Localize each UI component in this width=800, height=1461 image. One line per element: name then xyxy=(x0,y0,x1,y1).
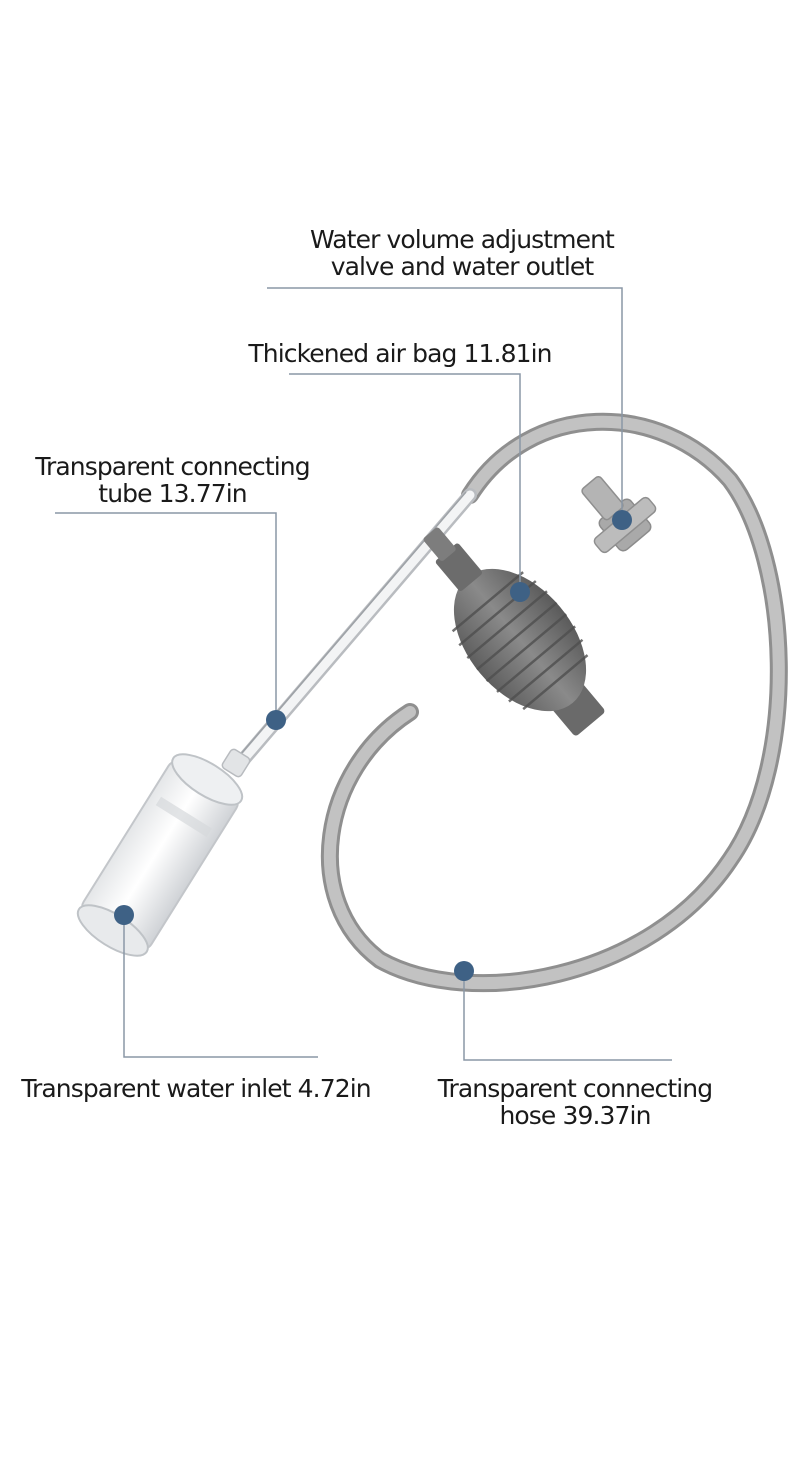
leader-line-inlet xyxy=(123,915,318,1058)
leader-line-air-bag xyxy=(289,373,521,592)
air-bag-bulb xyxy=(423,476,657,736)
leader-line-tube xyxy=(55,512,277,720)
marker-dot-valve xyxy=(612,510,632,530)
callout-connecting-tube-line1: Transparent connecting xyxy=(35,452,310,481)
callout-valve-outlet: Water volume adjustment valve and water … xyxy=(292,226,632,280)
callout-connecting-hose: Transparent connecting hose 39.37in xyxy=(420,1075,730,1129)
marker-dot-inlet xyxy=(114,905,134,925)
callout-connecting-hose-line1: Transparent connecting xyxy=(437,1074,713,1103)
connecting-hose xyxy=(320,412,788,993)
callout-air-bag: Thickened air bag 11.81in xyxy=(240,340,560,367)
callout-valve-outlet-line1: Water volume adjustment xyxy=(310,225,615,254)
marker-dot-tube xyxy=(266,710,286,730)
water-inlet-cylinder xyxy=(76,748,251,957)
marker-dots xyxy=(114,510,632,981)
callout-connecting-tube: Transparent connecting tube 13.77in xyxy=(20,453,325,507)
leader-line-valve xyxy=(267,287,623,520)
callout-air-bag-line1: Thickened air bag 11.81in xyxy=(248,339,552,368)
callout-water-inlet: Transparent water inlet 4.72in xyxy=(10,1075,382,1102)
callout-connecting-tube-line2: tube 13.77in xyxy=(98,479,247,508)
leader-line-hose xyxy=(463,971,672,1061)
marker-dot-air-bag xyxy=(510,582,530,602)
callout-valve-outlet-line2: valve and water outlet xyxy=(330,252,595,281)
leader-lines xyxy=(55,287,672,1061)
callout-water-inlet-line1: Transparent water inlet 4.72in xyxy=(21,1074,371,1103)
callout-connecting-hose-line2: hose 39.37in xyxy=(499,1101,651,1130)
marker-dot-hose xyxy=(454,961,474,981)
